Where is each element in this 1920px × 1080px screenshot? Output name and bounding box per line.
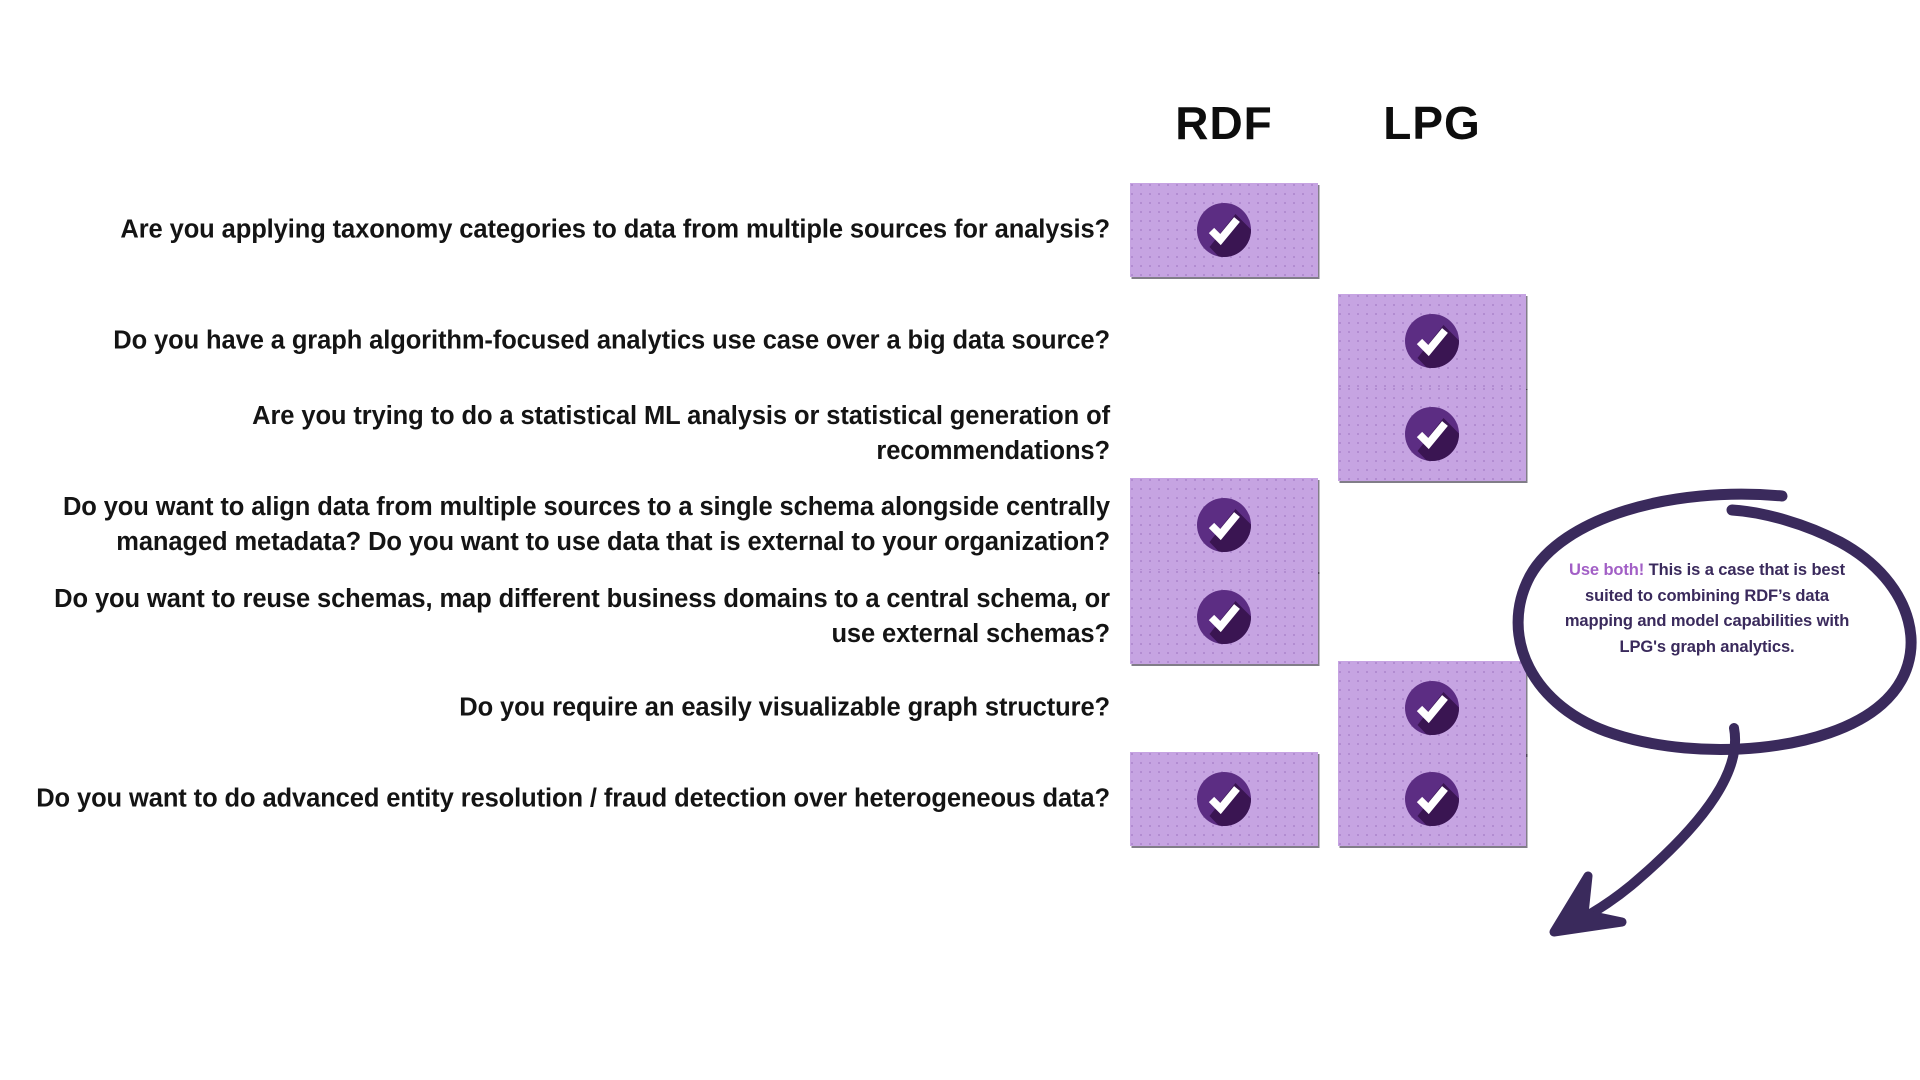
check-circle-icon <box>1405 681 1459 735</box>
answer-cell-rdf[interactable] <box>1130 752 1318 846</box>
check-circle-icon <box>1197 590 1251 644</box>
column-header-lpg: LPG <box>1383 97 1481 149</box>
question-text: Do you have a graph algorithm-focused an… <box>113 326 1110 355</box>
answer-cell-lpg[interactable] <box>1338 752 1526 846</box>
check-icon <box>1195 496 1253 554</box>
check-icon <box>1403 405 1461 463</box>
question-text: Do you want to reuse schemas, map differ… <box>54 585 1110 648</box>
check-circle-icon <box>1405 772 1459 826</box>
matrix-row: Do you require an easily visualizable gr… <box>0 661 1920 755</box>
check-circle-icon <box>1197 498 1251 552</box>
check-icon <box>1195 770 1253 828</box>
matrix-row: Do you want to reuse schemas, map differ… <box>0 570 1920 664</box>
check-circle-icon <box>1197 772 1251 826</box>
check-icon <box>1195 201 1253 259</box>
question-text: Are you applying taxonomy categories to … <box>120 215 1110 244</box>
question-text: Do you want to align data from multiple … <box>62 493 1110 556</box>
answer-cell-rdf[interactable] <box>1130 570 1318 664</box>
answer-cell-rdf[interactable] <box>1130 478 1318 572</box>
matrix-row: Are you trying to do a statistical ML an… <box>0 387 1920 481</box>
column-header-rdf: RDF <box>1175 97 1273 149</box>
check-circle-icon <box>1405 407 1459 461</box>
matrix-row: Are you applying taxonomy categories to … <box>0 183 1920 277</box>
answer-cell-lpg[interactable] <box>1338 661 1526 755</box>
answer-cell-lpg[interactable] <box>1338 294 1526 388</box>
check-icon <box>1403 312 1461 370</box>
answer-cell-lpg[interactable] <box>1338 387 1526 481</box>
question-text: Do you want to do advanced entity resolu… <box>36 784 1110 813</box>
check-circle-icon <box>1405 314 1459 368</box>
answer-cell-background <box>1338 661 1526 755</box>
question-text: Do you require an easily visualizable gr… <box>459 693 1110 722</box>
matrix-row: Do you want to align data from multiple … <box>0 478 1920 572</box>
question-text: Are you trying to do a statistical ML an… <box>252 402 1110 465</box>
matrix-row: Do you want to do advanced entity resolu… <box>0 752 1920 846</box>
check-icon <box>1403 679 1461 737</box>
check-icon <box>1403 770 1461 828</box>
matrix-row: Do you have a graph algorithm-focused an… <box>0 294 1920 388</box>
check-icon <box>1195 588 1253 646</box>
check-circle-icon <box>1197 203 1251 257</box>
answer-cell-rdf[interactable] <box>1130 183 1318 277</box>
